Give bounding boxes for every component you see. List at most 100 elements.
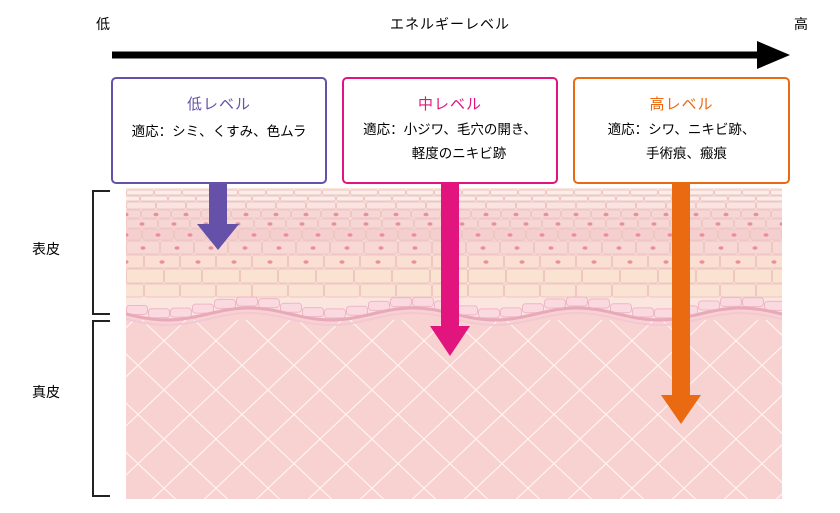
- epidermis-cell: [636, 201, 666, 210]
- dermis-label: 真皮: [32, 385, 60, 401]
- high-level-box: 高レベル 適応：シワ、ニキビ跡、 手術痕、瘢痕: [573, 77, 790, 184]
- cell-nucleus: [427, 222, 433, 226]
- fiber-line: [126, 451, 177, 499]
- fiber-line: [359, 319, 551, 499]
- cell-nucleus: [582, 246, 588, 250]
- arrow-shaft: [672, 184, 690, 395]
- cell-nucleus: [475, 233, 481, 237]
- cell-nucleus: [699, 233, 705, 237]
- epidermis-cell: [336, 201, 366, 210]
- cell-nucleus: [310, 246, 316, 250]
- cell-nucleus: [375, 260, 381, 264]
- epidermis-cell: [756, 201, 782, 210]
- epidermis-cell: [576, 201, 606, 210]
- basal-cell: [390, 297, 412, 308]
- fiber-line: [411, 319, 603, 499]
- epidermis-cell: [154, 189, 182, 196]
- high-level-title: 高レベル: [649, 95, 714, 113]
- cell-nucleus: [126, 233, 129, 237]
- cell-nucleus: [303, 260, 309, 264]
- cell-nucleus: [747, 222, 753, 226]
- epidermis-cell: [728, 195, 756, 202]
- epidermis-cell: [456, 201, 486, 210]
- epidermis-cell: [288, 283, 324, 298]
- epidermis-cell: [490, 189, 518, 196]
- high-level-desc-line: 手術痕、瘢痕: [646, 146, 727, 162]
- epidermis-cell: [306, 201, 336, 210]
- epidermis-cell: [252, 195, 280, 202]
- epidermis-cell: [602, 189, 630, 196]
- cell-nucleus: [411, 233, 417, 237]
- cell-nucleus: [763, 233, 769, 237]
- cell-nucleus: [283, 233, 289, 237]
- epidermis-cell: [612, 283, 648, 298]
- basal-cell: [500, 307, 522, 318]
- cell-nucleus: [507, 233, 513, 237]
- epidermis-cell: [560, 195, 588, 202]
- cell-nucleus: [183, 212, 189, 217]
- epidermis-cell: [588, 195, 616, 202]
- epidermis-cell: [126, 283, 144, 298]
- epidermis-cell: [582, 268, 620, 284]
- cell-nucleus: [339, 260, 345, 264]
- epidermis-cell: [140, 195, 168, 202]
- cell-nucleus: [543, 212, 549, 217]
- epidermis-cell: [316, 268, 354, 284]
- cell-nucleus: [363, 212, 369, 217]
- basal-cell: [236, 296, 258, 307]
- epidermis-cell: [476, 195, 504, 202]
- epidermis-cell: [620, 268, 658, 284]
- cell-nucleus: [267, 222, 273, 226]
- arrow-head: [661, 395, 701, 424]
- fiber-line: [126, 319, 239, 427]
- cell-nucleus: [480, 246, 486, 250]
- epidermis-cell: [350, 189, 378, 196]
- cell-nucleus: [752, 246, 758, 250]
- energy-axis-arrowhead: [757, 41, 790, 69]
- epidermis-cell: [468, 283, 504, 298]
- epidermis-cell: [89, 269, 126, 283]
- mid-level-box: 中レベル 適応：小ジワ、毛穴の開き、 軽度のニキビ跡: [342, 77, 558, 184]
- fiber-line: [818, 320, 840, 509]
- epidermis-cell: [756, 195, 782, 202]
- arrow-head: [430, 326, 470, 356]
- cell-nucleus: [651, 222, 657, 226]
- epidermis-cell: [714, 189, 742, 196]
- cell-nucleus: [627, 260, 633, 264]
- epidermis-cell: [616, 195, 644, 202]
- fiber-line: [126, 319, 291, 476]
- cell-nucleus: [514, 246, 520, 250]
- basal-cell: [302, 307, 324, 318]
- fiber-line: [671, 394, 782, 499]
- epidermis-cell: [392, 195, 420, 202]
- fiber-line: [0, 320, 82, 509]
- basal-cell: [566, 296, 588, 307]
- cell-nucleus: [195, 260, 201, 264]
- epidermis-cell: [168, 195, 196, 202]
- epidermis-cell: [93, 241, 126, 254]
- mid-level-title: 中レベル: [417, 95, 482, 113]
- epidermis-cell: [630, 189, 658, 196]
- basal-cell: [324, 308, 346, 319]
- basal-cell: [478, 308, 500, 319]
- cell-nucleus: [519, 260, 525, 264]
- epidermis-cell: [726, 201, 756, 210]
- cell-nucleus: [723, 212, 729, 217]
- epidermis-cell: [516, 201, 546, 210]
- epidermis-cell: [686, 189, 714, 196]
- epidermis-cell: [180, 283, 216, 298]
- energy-axis-title: エネルギーレベル: [390, 17, 510, 33]
- epidermis-cell: [360, 283, 396, 298]
- cell-nucleus: [393, 212, 399, 217]
- epidermis-cell: [144, 283, 180, 298]
- cell-nucleus: [315, 233, 321, 237]
- epidermis-cell: [322, 189, 350, 196]
- cell-nucleus: [378, 246, 384, 250]
- cell-nucleus: [555, 260, 561, 264]
- epidermis-cell: [126, 254, 144, 269]
- fiber-line: [713, 319, 782, 386]
- epidermis-cell: [504, 283, 540, 298]
- cell-nucleus: [591, 260, 597, 264]
- epidermis-label: 表皮: [32, 242, 60, 258]
- cell-nucleus: [619, 222, 625, 226]
